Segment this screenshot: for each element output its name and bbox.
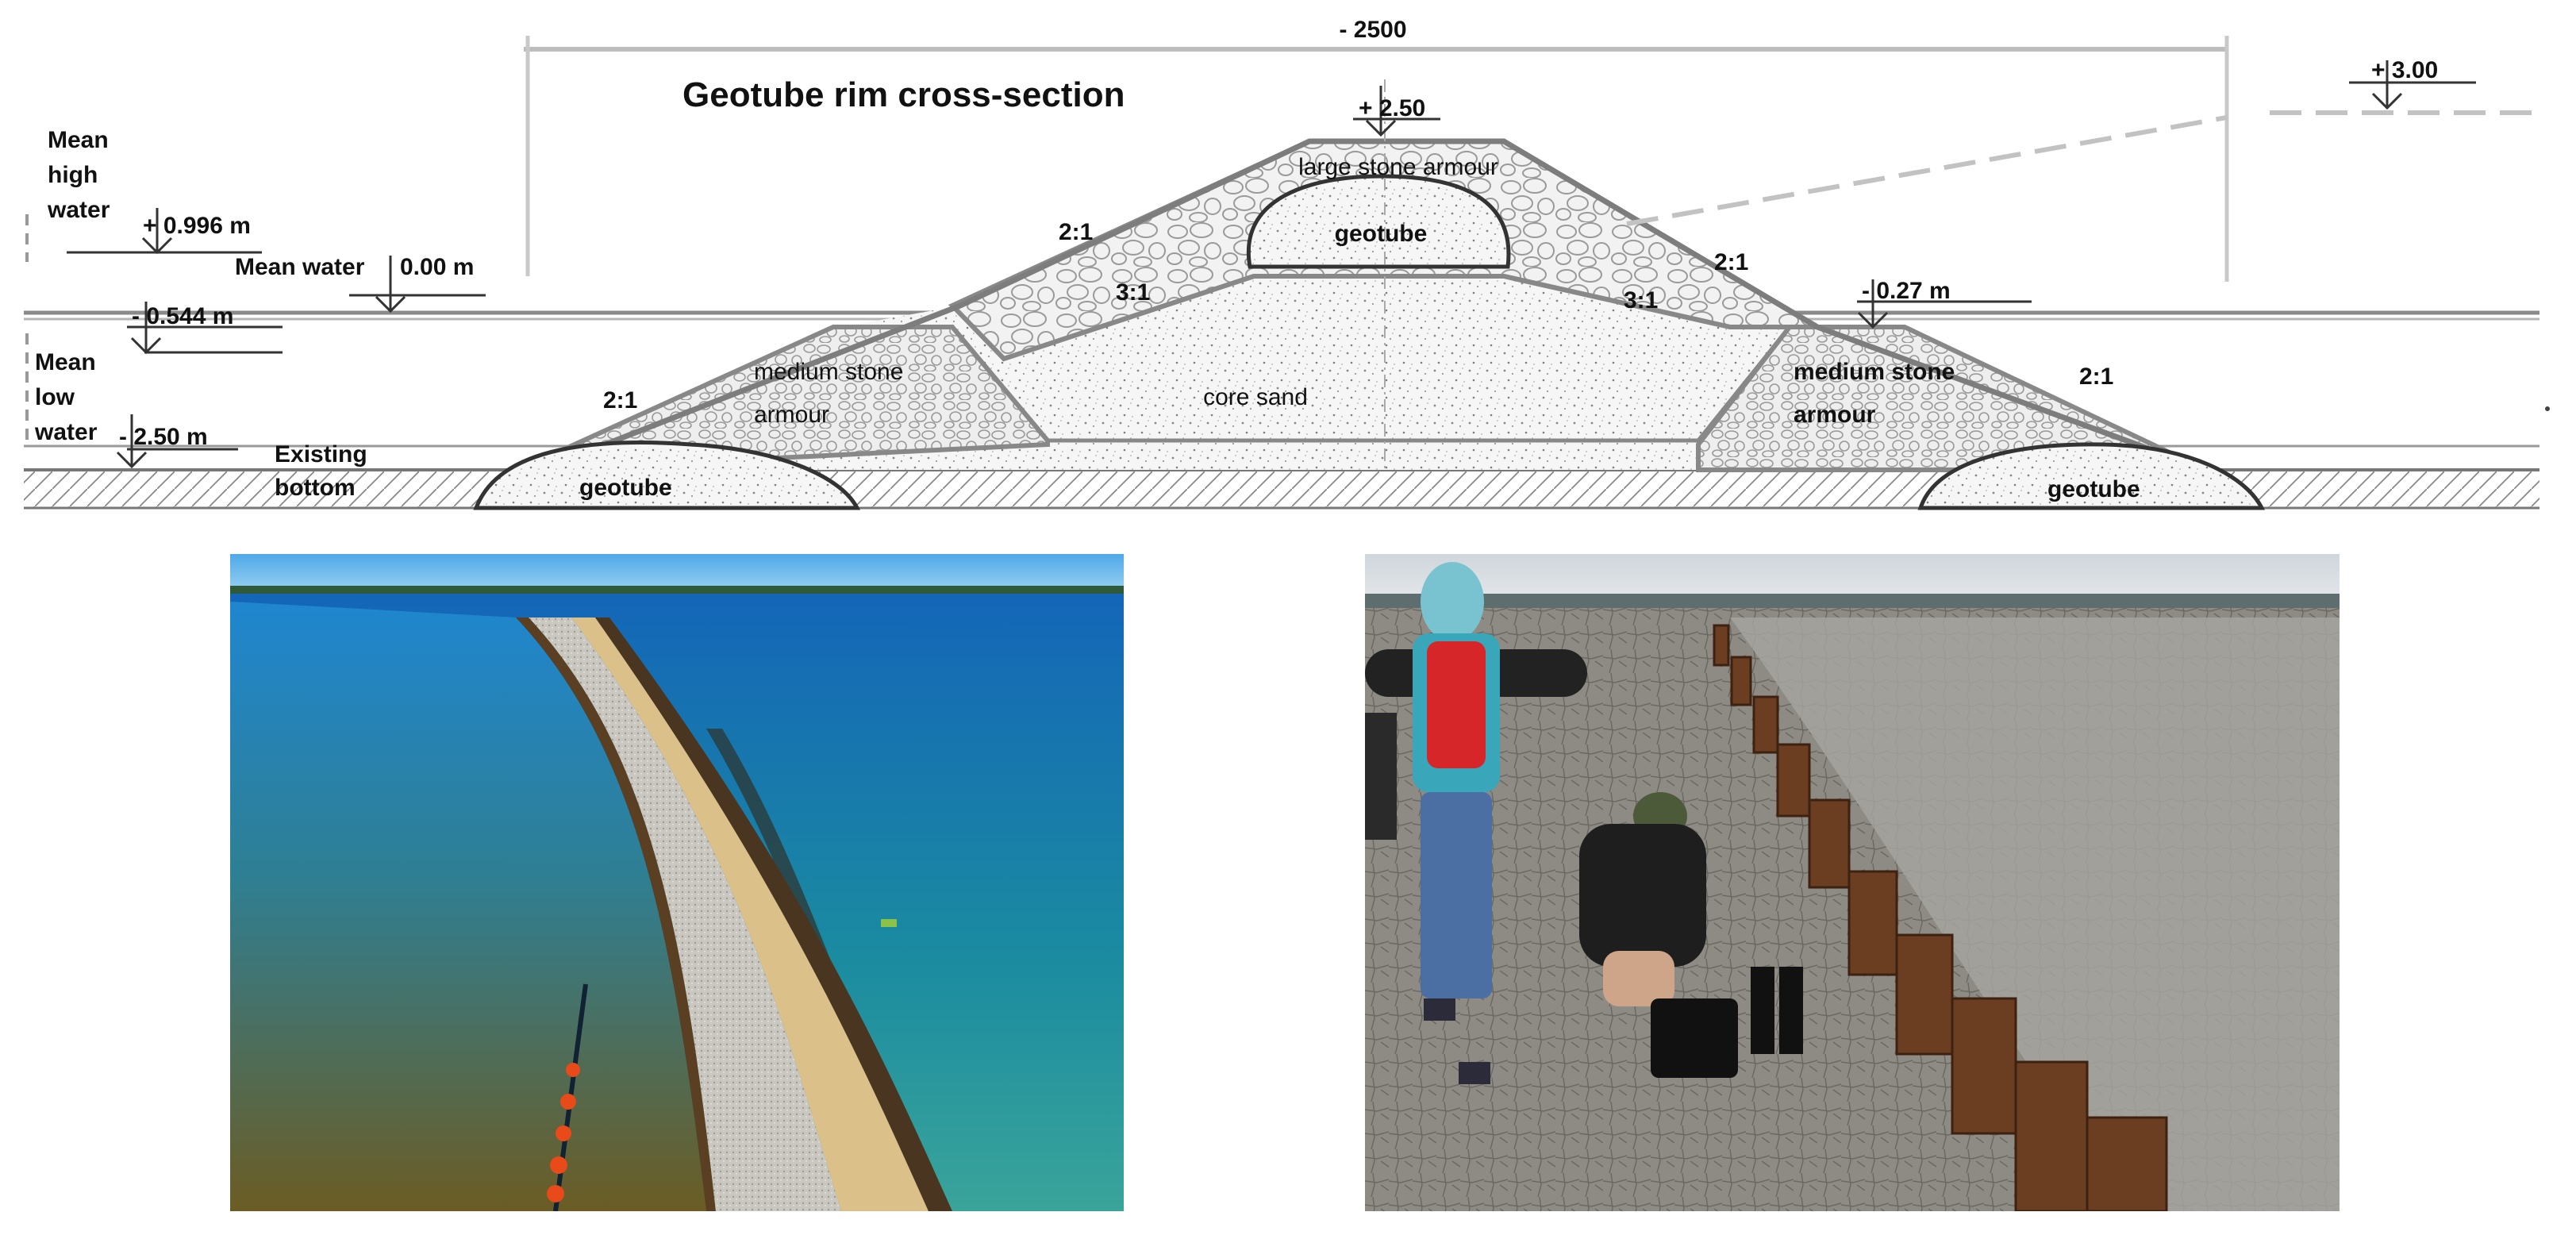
large-stone-armour-label: large stone armour (1298, 154, 1498, 180)
medium-stone-right-label-2: armour (1794, 402, 1876, 428)
mean-low-water-label-1: Mean (35, 349, 96, 375)
cross-section-diagram: - 2500 Geotube rim cross-section (24, 17, 2550, 510)
geotube-top-label: geotube (1335, 221, 1428, 247)
bottom-level-value: - 2.50 m (119, 424, 208, 450)
mean-low-water-marker (127, 302, 283, 355)
diagram-title: Geotube rim cross-section (682, 75, 1125, 114)
geotube-left-shape (473, 441, 861, 510)
width-dimension: - 2500 (524, 17, 2229, 282)
slope-label-upper-left: 2:1 (1059, 219, 1093, 245)
mean-water-label: Mean water (235, 254, 365, 280)
medium-stone-right-label-1: medium stone (1794, 359, 1955, 385)
mean-low-water-value: - 0.544 m (132, 303, 233, 329)
mean-low-water-label-3: water (34, 419, 98, 445)
mean-water-marker (349, 256, 486, 314)
width-dimension-label: - 2500 (1339, 17, 1406, 43)
right-berm-level-marker (1857, 279, 2032, 329)
geotube-top-shape (1246, 174, 1511, 269)
slope-label-lower-right: 2:1 (2079, 364, 2113, 390)
core-sand-label: core sand (1203, 384, 1308, 410)
mean-high-water-value: + 0.996 m (143, 213, 251, 239)
geotube-left-label: geotube (579, 475, 672, 501)
sampling-site-photo (1365, 554, 2340, 1211)
slope-label-upper-right: 2:1 (1714, 249, 1748, 275)
slope-label-inner-left: 3:1 (1116, 279, 1150, 306)
bottom-level-marker (116, 414, 238, 469)
geotube-right-shape (1917, 442, 2266, 510)
mean-high-water-label-2: high (48, 162, 98, 188)
existing-bottom-label-2: bottom (275, 475, 356, 501)
mean-low-water-label-2: low (35, 384, 75, 410)
right-berm-level-value: - 0.27 m (1862, 278, 1951, 304)
aerial-dike-photo (230, 554, 1124, 1211)
crest-level-marker (1353, 86, 1440, 137)
medium-stone-left-label-2: armour (754, 402, 829, 428)
mean-high-water-label-1: Mean (48, 127, 109, 153)
medium-stone-left-label-1: medium stone (754, 359, 903, 385)
mean-high-water-marker (67, 208, 262, 255)
mean-high-water-label-3: water (47, 197, 110, 223)
crest-level-value: + 2.50 (1359, 95, 1425, 121)
geotube-right-label: geotube (2047, 476, 2140, 502)
existing-bottom-label-1: Existing (275, 441, 367, 467)
slope-label-lower-left: 2:1 (603, 387, 637, 414)
right-top-level-marker (2349, 60, 2476, 110)
slope-label-inner-right: 3:1 (1624, 287, 1658, 314)
mean-water-value: 0.00 m (400, 254, 474, 280)
right-top-level-value: + 3.00 (2371, 57, 2438, 83)
